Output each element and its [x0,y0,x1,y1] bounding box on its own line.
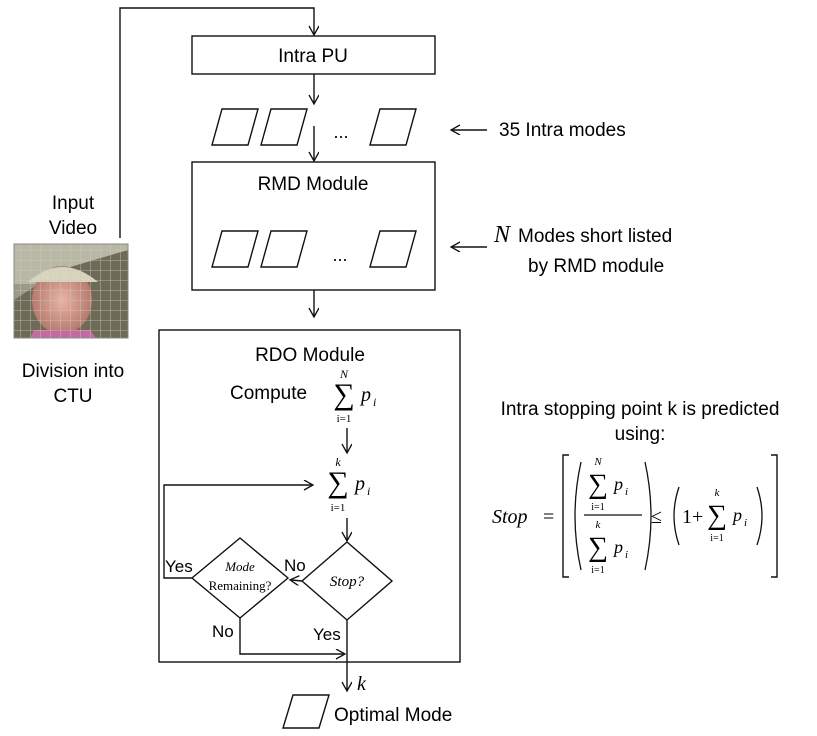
input-label-line2: Video [49,218,97,239]
formula-num-lower: i=1 [591,502,604,513]
formula-right-p: p [731,505,742,525]
rdo-sum-lower-n: i=1 [337,413,352,425]
formula-outer-brackets [562,454,778,578]
rmd-annotation-symbol: N [493,222,512,248]
formula-den-lower: i=1 [591,565,604,576]
rmd-parallelogram-3 [369,230,417,268]
formula-den-upper: k [596,519,602,531]
formula-heading-line2: using: [615,424,666,445]
stop-decision-label: Stop? [330,574,365,590]
input-feed-line [119,7,314,238]
rdo-sum-lower-k: i=1 [331,502,346,514]
input-label-line1: Input [52,193,95,214]
formula-right-lower: i=1 [710,533,723,544]
rdo-sum-upper-n: N [339,367,349,381]
formula-den-sum: ∑ [588,532,608,563]
rdo-p-var-n: p [359,384,371,406]
formula-heading-line1: Intra stopping point k is predicted [501,399,780,420]
formula-num-upper: N [593,456,602,468]
formula-stop-label: Stop [492,506,528,528]
modes-ellipsis: ... [333,122,348,142]
rmd-annotation-line2: by RMD module [528,256,664,277]
formula-leq: ≤ [651,506,662,528]
formula-num-sum: ∑ [588,469,608,500]
formula-equals: = [543,506,554,528]
formula-num-p-sub: i [625,486,628,498]
rmd-ellipsis: ... [332,245,347,265]
rdo-module-box [158,329,461,663]
label-no-top: No [284,556,306,575]
rdo-sum-upper-k: k [335,455,341,469]
rmd-parallelogram-1 [211,230,259,268]
formula-den-p: p [612,537,623,557]
modes-annotation: 35 Intra modes [499,120,626,141]
arrow-stop-no [291,580,303,581]
rmd-title: RMD Module [258,174,369,195]
formula-left-parens [574,461,652,571]
optimal-mode-parallelogram [282,694,330,729]
division-label-line2: CTU [53,386,92,407]
formula-num-p: p [612,474,623,494]
rdo-sum-symbol-n: ∑ [333,378,354,411]
label-no-bottom: No [212,622,234,641]
input-video-thumbnail [13,243,129,339]
rmd-module-box [191,161,436,291]
rdo-sum-symbol-k: ∑ [327,466,348,499]
mode-parallelogram-2 [260,108,308,146]
mode-remaining-line2: Remaining? [209,578,272,593]
rdo-p-var-k: p [353,473,365,495]
formula-right-sum: ∑ [707,500,727,531]
formula-right-p-sub: i [744,517,747,529]
formula-one-plus: 1+ [682,506,703,528]
intra-pu-label: Intra PU [278,46,348,67]
label-yes-bottom: Yes [313,625,341,644]
formula-right-parens [673,486,763,546]
mode-parallelogram-1 [211,108,259,146]
optimal-mode-label: Optimal Mode [334,705,452,726]
rdo-compute-label: Compute [230,383,307,404]
rdo-p-sub-k: i [367,484,370,498]
arrow-mode-no-exit [239,618,344,654]
rmd-annotation-line1: Modes short listed [518,226,672,247]
formula-right-upper: k [715,487,721,499]
output-k-label: k [357,673,367,695]
label-yes-left: Yes [165,557,193,576]
mode-parallelogram-3 [369,108,417,146]
mode-remaining-line1: Mode [224,559,255,574]
rdo-title: RDO Module [255,345,365,366]
division-label-line1: Division into [22,361,124,382]
rmd-parallelogram-2 [260,230,308,268]
formula-den-p-sub: i [625,549,628,561]
intra-pu-box [191,35,436,75]
arrow-mode-yes-loop [163,485,312,579]
rdo-p-sub-n: i [373,395,376,409]
